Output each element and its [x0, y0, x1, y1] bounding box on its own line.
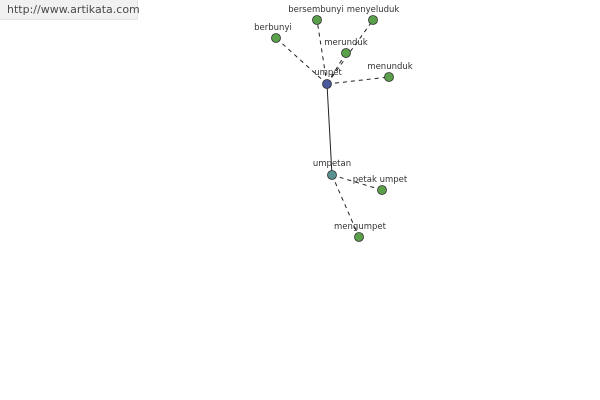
- node-merunduk[interactable]: [341, 48, 351, 58]
- node-umpet[interactable]: [322, 79, 332, 89]
- edge-umpet-menunduk: [326, 76, 390, 85]
- node-umpetan[interactable]: [327, 170, 337, 180]
- node-menunduk[interactable]: [384, 72, 394, 82]
- node-menyeluduk[interactable]: [368, 15, 378, 25]
- edge-umpet-umpetan: [326, 83, 333, 176]
- node-label-bersembunyi[interactable]: bersembunyi: [288, 5, 344, 15]
- edge-umpet-merunduk: [326, 52, 347, 85]
- node-label-menunduk[interactable]: menunduk: [367, 62, 412, 72]
- node-petak-umpet[interactable]: [377, 185, 387, 195]
- node-berbunyi[interactable]: [271, 33, 281, 43]
- node-label-merunduk[interactable]: merunduk: [324, 38, 368, 48]
- edge-umpet-berbunyi: [275, 37, 328, 85]
- node-label-berbunyi[interactable]: berbunyi: [254, 23, 292, 33]
- watermark-link[interactable]: http://www.artikata.com: [7, 3, 140, 16]
- node-label-menyeluduk[interactable]: menyeluduk: [347, 5, 400, 15]
- edge-umpetan-mengumpet: [331, 174, 360, 238]
- watermark-box: http://www.artikata.com: [0, 0, 140, 20]
- node-mengumpet[interactable]: [354, 232, 364, 242]
- edge-umpet-bersembunyi: [316, 19, 328, 85]
- node-label-umpet[interactable]: umpet: [314, 68, 342, 78]
- node-label-mengumpet[interactable]: mengumpet: [334, 222, 387, 232]
- node-label-petak-umpet[interactable]: petak umpet: [353, 175, 408, 185]
- node-bersembunyi[interactable]: [312, 15, 322, 25]
- node-label-umpetan[interactable]: umpetan: [313, 159, 351, 169]
- edge-umpetan-petak-umpet: [331, 174, 383, 191]
- edge-umpet-menyeluduk: [326, 19, 374, 85]
- graph-edges: [275, 19, 390, 238]
- graph-nodes: [271, 15, 394, 242]
